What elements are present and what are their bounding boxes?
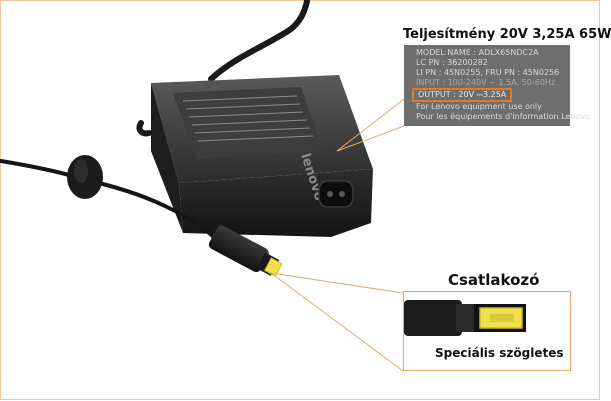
spec-label-line: MODEL NAME : ADLX65NDC2A bbox=[416, 48, 539, 57]
spec-callout-line-top bbox=[336, 98, 405, 152]
connector-closeup-image bbox=[404, 300, 526, 336]
dc-cable bbox=[0, 155, 218, 241]
output-rating-highlight: OUTPUT : 20V ⎓3.25A bbox=[412, 88, 513, 102]
spec-label-line: LC PN : 36200282 bbox=[416, 58, 488, 67]
connector-callout-line-top bbox=[270, 272, 404, 294]
spec-label-line: LI PN : 45N0255, FRU PN : 45N0256 bbox=[416, 68, 560, 77]
adapter-front-face bbox=[151, 83, 183, 233]
connector-tip bbox=[263, 257, 283, 277]
spec-callout-title: Teljesítmény 20V 3,25A 65W bbox=[403, 27, 611, 42]
connector-callout-caption: Speciális szögletes bbox=[435, 346, 564, 360]
ac-cord bbox=[208, 0, 310, 82]
connector-closeup bbox=[403, 291, 571, 371]
power-adapter-brick: lenovo bbox=[136, 75, 373, 237]
spec-label-line: INPUT : 100-240V ~ 1.5A, 50-60Hz bbox=[416, 78, 556, 87]
spec-label-footer: For Lenovo equipment use only bbox=[416, 102, 542, 111]
photo-scene: lenovo bbox=[0, 0, 405, 372]
connector-callout-line-bottom bbox=[270, 272, 404, 372]
spec-callout-line-bottom bbox=[336, 125, 405, 152]
spec-label-footer: Pour les équipements d'information Lenov… bbox=[416, 112, 590, 121]
connector-callout-title: Csatlakozó bbox=[448, 271, 540, 289]
dc-plug bbox=[208, 225, 283, 277]
ac-inlet bbox=[318, 180, 354, 208]
spec-label-closeup: MODEL NAME : ADLX65NDC2A LC PN : 3620028… bbox=[404, 45, 590, 126]
